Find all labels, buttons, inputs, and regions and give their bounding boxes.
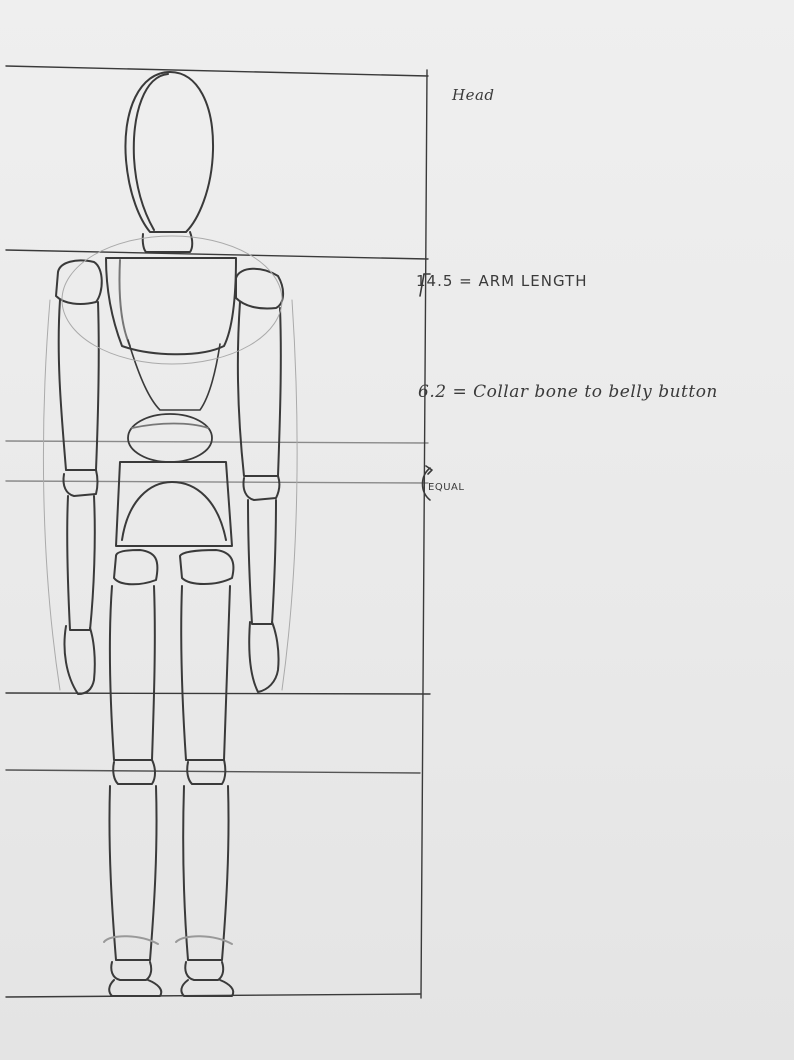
note-collar-to-belly: 6.2 = Collar bone to belly button <box>418 382 718 402</box>
guide-line-vertical <box>421 70 427 998</box>
note-equal: EQUAL <box>428 482 464 493</box>
head <box>125 72 213 252</box>
note-head: Head <box>452 86 495 104</box>
guide-lines <box>6 66 430 998</box>
guide-line-top <box>6 66 428 76</box>
guide-line-hands <box>6 693 430 694</box>
left-arm <box>56 260 102 694</box>
torso-waist <box>128 414 212 462</box>
guide-line-waist <box>6 441 428 443</box>
guide-line-hips <box>6 481 428 483</box>
torso-pelvis <box>116 462 232 546</box>
note-arm-length: 14.5 = ARM LENGTH <box>416 272 587 290</box>
right-arm <box>236 269 283 692</box>
left-leg <box>104 550 161 996</box>
guide-line-knees <box>6 770 420 773</box>
torso-chest <box>106 258 236 410</box>
right-leg <box>176 550 233 996</box>
